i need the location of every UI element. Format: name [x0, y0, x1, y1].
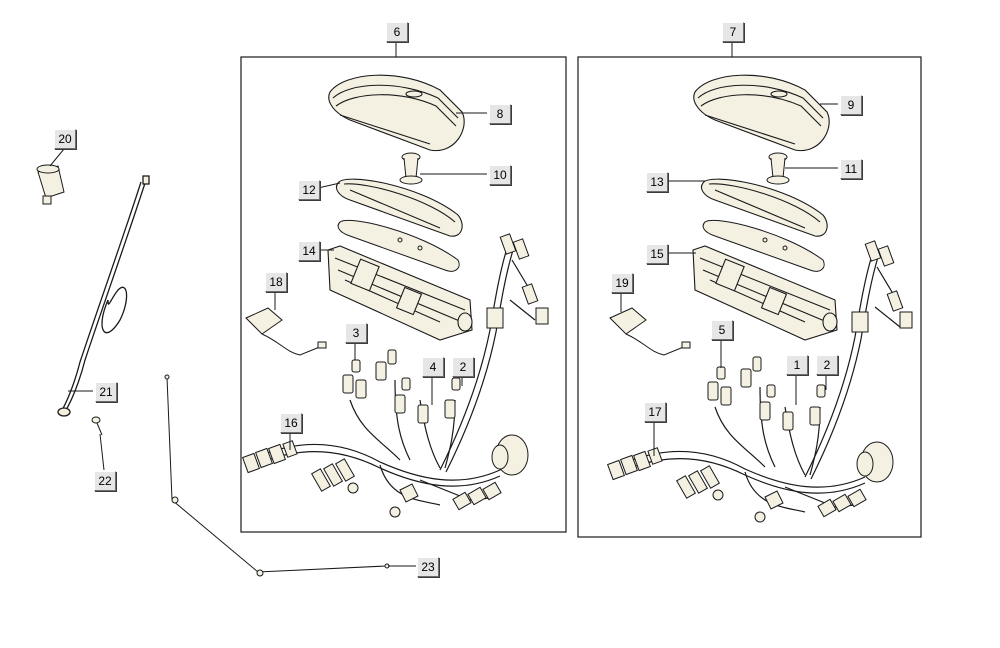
- assembly-box-6: [240, 56, 567, 533]
- callout-11: 11: [840, 159, 862, 179]
- harness-connectors-right: [606, 240, 913, 523]
- gauge-cover-upper: [328, 74, 465, 152]
- callout-12: 12: [298, 180, 320, 200]
- callout-1: 1: [786, 355, 808, 375]
- gauge-knob-11: [766, 152, 790, 185]
- gauge-dial-plate-right: [702, 219, 825, 272]
- callout-10: 10: [489, 165, 511, 185]
- part-22-screw: [91, 416, 103, 436]
- callout-3: 3: [345, 323, 367, 343]
- callout-16: 16: [280, 413, 302, 433]
- callout-15: 15: [646, 244, 668, 264]
- part-23-cable: [164, 374, 390, 577]
- callout-13: 13: [646, 172, 668, 192]
- callout-22: 22: [94, 471, 116, 491]
- callout-23: 23: [417, 557, 439, 577]
- callout-8: 8: [489, 104, 511, 124]
- callout-14: 14: [298, 241, 320, 261]
- callout-17: 17: [644, 402, 666, 422]
- callout-2-left: 2: [452, 357, 474, 377]
- callout-5: 5: [711, 320, 733, 340]
- gauge-knob-10: [399, 152, 423, 185]
- assembly-box-7: [577, 56, 922, 538]
- sensor-18: [245, 307, 327, 356]
- gauge-lens: [335, 178, 463, 237]
- part-20-bulb-holder: [36, 164, 65, 205]
- callout-2-right: 2: [816, 355, 838, 375]
- gauge-housing-right: [692, 245, 838, 341]
- callout-4: 4: [422, 357, 444, 377]
- callout-21: 21: [95, 382, 117, 402]
- wiring-harness-left: [261, 244, 536, 506]
- sensor-19: [609, 307, 691, 356]
- callout-9: 9: [840, 95, 862, 115]
- bulb-sockets-right: [707, 356, 826, 431]
- part-21-speedo-cable: [57, 175, 150, 417]
- gauge-cover-upper-right: [693, 74, 830, 152]
- bulb-sockets-left: [342, 349, 461, 424]
- gauge-dial-plate: [337, 219, 460, 272]
- callout-19: 19: [611, 273, 633, 293]
- leader-lines: [49, 103, 838, 567]
- callout-18: 18: [265, 272, 287, 292]
- callout-6: 6: [386, 22, 408, 42]
- gauge-housing: [327, 245, 473, 341]
- gauge-lens-right: [700, 178, 828, 237]
- callout-20: 20: [54, 129, 76, 149]
- callout-7: 7: [722, 22, 744, 42]
